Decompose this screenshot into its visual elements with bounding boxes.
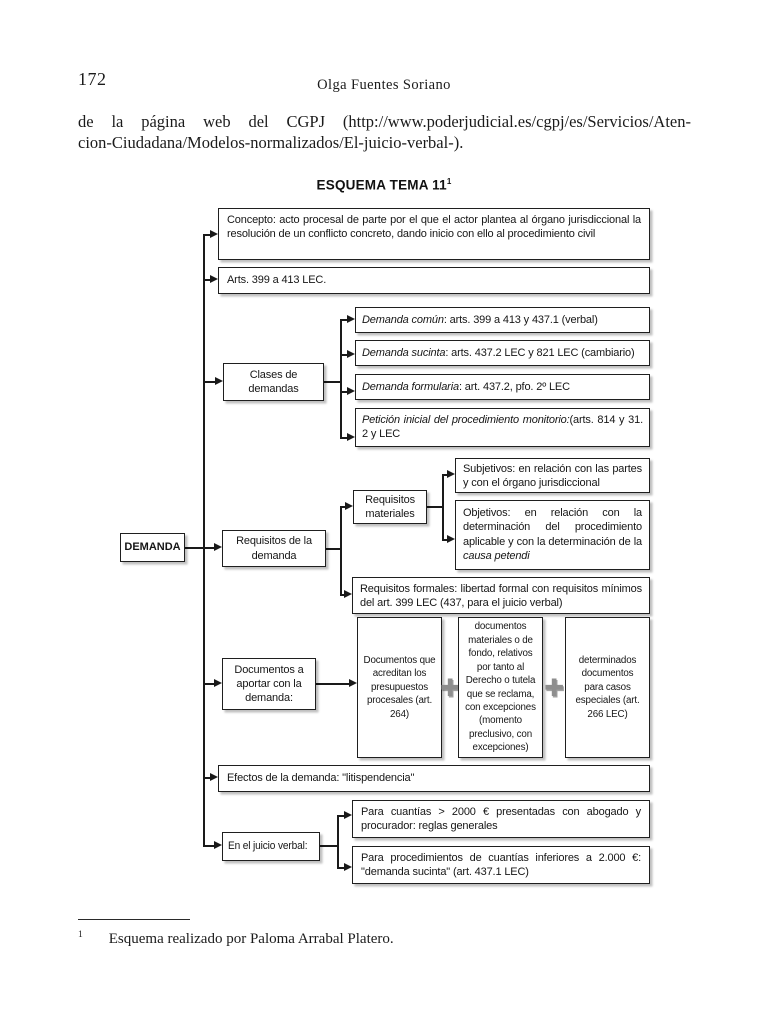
arrowhead-juicio-1: [344, 811, 352, 819]
efectos-box: Efectos de la demanda: "litispendencia": [218, 765, 650, 792]
juicio-item-box: Para procedimientos de cuantías inferior…: [352, 846, 650, 884]
connector-trunk: [203, 235, 205, 846]
connector-clases-bracket: [324, 381, 341, 383]
arrowhead-clase-1: [347, 315, 355, 323]
page-number: 172: [78, 69, 107, 89]
doc-col-1-box: Documentos que acreditan los presupuesto…: [357, 617, 442, 758]
arrowhead-formales: [344, 590, 352, 598]
connector-materiales-bracket: [427, 506, 443, 508]
clase-item-box: Petición inicial del procedimiento monit…: [355, 408, 650, 447]
connector-materiales: [340, 506, 346, 508]
doc-col-2-box: documentos materiales o de fondo, relati…: [458, 617, 543, 758]
formales-box: Requisitos formales: libertad formal con…: [352, 577, 650, 614]
demanda-root-box: DEMANDA: [120, 533, 185, 562]
intro-line-1: de la página web del CGPJ (http://www.po…: [78, 112, 691, 131]
objetivos-box: Objetivos: en relación con la determinac…: [455, 500, 650, 570]
connector-clase-4: [340, 437, 348, 439]
connector-clase-2: [340, 354, 348, 356]
connector-materiales-bracket-v: [442, 475, 444, 541]
concepto-box: Concepto: acto procesal de parte por el …: [218, 208, 650, 260]
arrowhead-juicio-2: [344, 863, 352, 871]
documentos-box: Documentos a aportar con la demanda:: [222, 658, 316, 710]
connector-juicio-bracket: [320, 845, 338, 847]
plus-icon: ✚: [439, 674, 461, 702]
connector-clase-3: [340, 391, 348, 393]
intro-line-2: cion-Ciudadana/Modelos-normalizados/El-j…: [78, 133, 464, 152]
arrowhead-concepto: [210, 230, 218, 238]
arrowhead-requisitos: [214, 543, 222, 551]
arrowhead-clases: [215, 377, 223, 385]
footnote: 1 Esquema realizado por Paloma Arrabal Pl…: [78, 930, 638, 948]
arrowhead-efectos: [210, 773, 218, 781]
connector-requisitos-bracket: [326, 548, 341, 550]
arrowhead-documentos-cols: [349, 679, 357, 687]
footnote-marker: 1: [78, 930, 83, 940]
clase-item-box: Demanda formularia: art. 437.2, pfo. 2º …: [355, 374, 650, 400]
arrowhead-subjetivos: [447, 470, 455, 478]
arrowhead-clase-4: [347, 433, 355, 441]
clase-item-box: Demanda común: arts. 399 a 413 y 437.1 (…: [355, 307, 650, 333]
requisitos-box: Requisitos de la demanda: [222, 530, 326, 567]
connector-juicio-2: [337, 867, 345, 869]
connector-documentos: [203, 683, 215, 685]
arrowhead-documentos: [214, 679, 222, 687]
connector-objetivos: [442, 539, 448, 541]
connector-clase-1: [340, 319, 348, 321]
footnote-text: Esquema realizado por Paloma Arrabal Pla…: [108, 931, 394, 947]
arrowhead-juicio: [214, 841, 222, 849]
arts-box: Arts. 399 a 413 LEC.: [218, 267, 650, 294]
subjetivos-box: Subjetivos: en relación con las partes y…: [455, 458, 650, 493]
intro-paragraph: de la página web del CGPJ (http://www.po…: [78, 111, 691, 153]
connector-subjetivos: [442, 474, 448, 476]
clase-item-box: Demanda sucinta: arts. 437.2 LEC y 821 L…: [355, 340, 650, 366]
materiales-box: Requisitos materiales: [353, 490, 427, 524]
title-footnote-ref: 1: [446, 177, 452, 186]
juicio-box: En el juicio verbal:: [222, 832, 320, 861]
arrowhead-materiales: [345, 502, 353, 510]
footnote-rule: [78, 919, 190, 921]
plus-icon: ✚: [543, 674, 565, 702]
connector-clases-bracket-v: [340, 320, 342, 439]
arrowhead-arts: [210, 275, 218, 283]
connector-efectos: [203, 777, 211, 779]
connector-juicio-bracket-v: [337, 816, 339, 869]
connector-documentos-cols: [316, 683, 350, 685]
connector-requisitos-bracket-v: [340, 507, 342, 596]
arrowhead-clase-3: [347, 387, 355, 395]
juicio-item-box: Para cuantías > 2000 € presentadas con a…: [352, 800, 650, 838]
running-head: Olga Fuentes Soriano: [317, 77, 451, 93]
clases-box: Clases de demandas: [223, 363, 324, 401]
diagram-title: ESQUEMA TEMA 111: [316, 177, 452, 193]
connector-juicio-1: [337, 815, 345, 817]
connector-juicio: [203, 845, 215, 847]
connector-arts: [203, 279, 211, 281]
connector-demanda-requisitos: [185, 547, 215, 549]
arrowhead-objetivos: [447, 535, 455, 543]
connector-clases: [203, 381, 216, 383]
connector-formales: [340, 594, 345, 596]
doc-col-3-box: determinados documentos para casos espec…: [565, 617, 650, 758]
connector-concepto: [203, 234, 211, 236]
arrowhead-clase-2: [347, 350, 355, 358]
